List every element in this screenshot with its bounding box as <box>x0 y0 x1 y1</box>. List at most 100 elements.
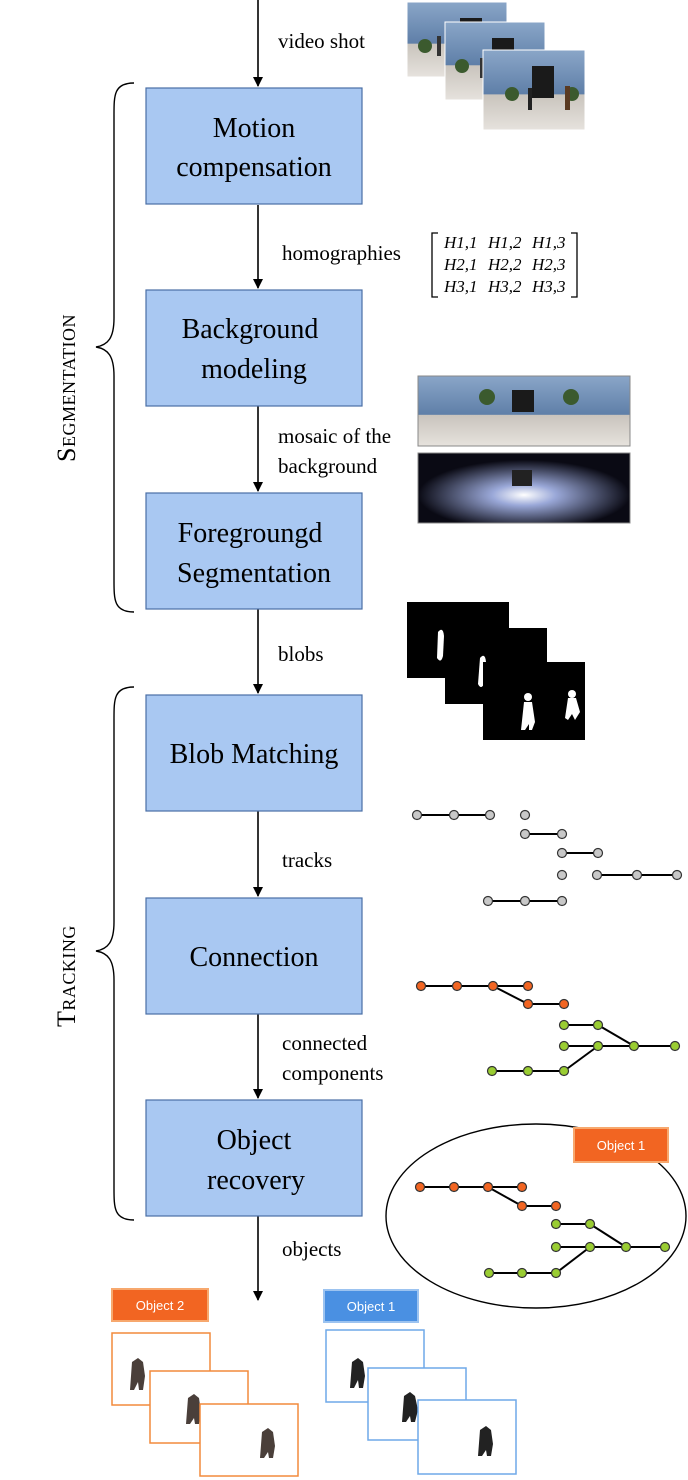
recovery-node <box>414 1181 426 1193</box>
track-node <box>592 847 604 859</box>
step-label-1: Connection <box>189 942 318 973</box>
object1-tag-label: Object 1 <box>597 1138 645 1153</box>
edge-label-connected-1: connected <box>282 1031 368 1055</box>
recovery-node <box>516 1181 528 1193</box>
mosaic-difference-image <box>417 452 631 524</box>
object2-tag-label: Object 2 <box>136 1298 184 1313</box>
object2-output: Object 2 <box>111 1288 299 1477</box>
homography-matrix: H1,1 H1,2 H1,3 H2,1 H2,2 H2,3 H3,1 H3,2 … <box>431 232 578 298</box>
video-frames-image <box>406 1 586 131</box>
matrix-cell: H3,2 <box>487 277 522 296</box>
component-node <box>415 980 427 992</box>
step-label-1: Object <box>217 1125 292 1156</box>
object-frame <box>417 1399 517 1475</box>
track-node <box>556 847 568 859</box>
step-blob-matching: Blob Matching <box>145 694 363 812</box>
step-foreground-segmentation: Foregroungd Segmentation <box>145 492 363 610</box>
component-node <box>558 1040 570 1052</box>
step-connection: Connection <box>145 897 363 1015</box>
step-motion-compensation: Motion compensation <box>145 87 363 205</box>
matrix-cell: H2,3 <box>531 255 566 274</box>
recovery-node <box>516 1200 528 1212</box>
segmentation-brace: Segmentation <box>52 82 135 613</box>
object1-output: Object 1 <box>323 1289 517 1475</box>
track-node <box>556 895 568 907</box>
track-node <box>631 869 643 881</box>
component-node <box>522 998 534 1010</box>
component-node <box>558 1065 570 1077</box>
matrix-cell: H2,2 <box>487 255 522 274</box>
recovery-node <box>584 1241 596 1253</box>
step-label-1: Blob Matching <box>170 739 339 770</box>
recovery-node <box>620 1241 632 1253</box>
component-node <box>522 1065 534 1077</box>
object1-output-tag <box>323 1289 419 1323</box>
edge-label-mosaic-1: mosaic of the <box>278 424 391 448</box>
step-label-1: Background <box>182 314 319 345</box>
segmentation-label: Segmentation <box>52 314 81 462</box>
track-node <box>448 809 460 821</box>
blob-frames-image <box>407 602 585 740</box>
tracking-brace: Tracking <box>52 686 135 1221</box>
component-node <box>669 1040 681 1052</box>
step-box <box>145 289 363 407</box>
video-frame <box>482 49 586 131</box>
mosaic-background-image <box>417 375 631 447</box>
object1-tag <box>573 1127 669 1163</box>
matrix-bracket-right <box>571 232 578 298</box>
component-node <box>522 980 534 992</box>
object-frame <box>199 1403 299 1477</box>
track-node <box>411 809 423 821</box>
component-node <box>558 998 570 1010</box>
recovery-node <box>550 1267 562 1279</box>
component-node <box>451 980 463 992</box>
step-box <box>145 87 363 205</box>
edge-label-tracks: tracks <box>282 848 332 872</box>
recovery-node <box>448 1181 460 1193</box>
recovery-node <box>550 1200 562 1212</box>
object2-tag <box>111 1288 209 1322</box>
matrix-cell: H2,1 <box>443 255 478 274</box>
recovery-node <box>584 1218 596 1230</box>
object-recovery-illustration: Object 1 <box>385 1123 687 1309</box>
track-node <box>519 809 531 821</box>
track-node <box>519 895 531 907</box>
recovery-node <box>550 1241 562 1253</box>
step-label-2: Segmentation <box>177 558 331 589</box>
recovery-node <box>550 1218 562 1230</box>
component-node <box>592 1040 604 1052</box>
component-node <box>592 1019 604 1031</box>
brace-shape <box>95 82 135 613</box>
step-box <box>145 897 363 1015</box>
step-box <box>145 492 363 610</box>
matrix-cell: H3,3 <box>531 277 566 296</box>
object1-output-tag-label: Object 1 <box>347 1299 395 1314</box>
step-box <box>145 1099 363 1217</box>
tracks-graph <box>411 809 683 907</box>
matrix-cell: H1,3 <box>531 233 566 252</box>
track-node <box>484 809 496 821</box>
recovery-node <box>516 1267 528 1279</box>
recovery-node <box>482 1181 494 1193</box>
component-node <box>558 1019 570 1031</box>
edge-label-connected-2: components <box>282 1061 383 1085</box>
tracking-label: Tracking <box>52 925 81 1027</box>
edge-label-blobs: blobs <box>278 642 324 666</box>
track-node <box>519 828 531 840</box>
step-label-1: Motion <box>213 113 295 144</box>
step-box <box>145 694 363 812</box>
connected-components-graph <box>415 980 681 1077</box>
step-background-modeling: Background modeling <box>145 289 363 407</box>
edge-label-homographies: homographies <box>282 241 401 265</box>
step-label-2: recovery <box>207 1165 305 1196</box>
matrix-bracket-left <box>431 232 438 298</box>
brace-shape <box>95 686 135 1221</box>
edge-label-objects: objects <box>282 1237 341 1261</box>
recovery-node <box>659 1241 671 1253</box>
matrix-cell: H1,2 <box>487 233 522 252</box>
step-label-2: modeling <box>201 354 307 385</box>
edge-label-mosaic-2: background <box>278 454 378 478</box>
step-label-1: Foregroungd <box>178 518 323 549</box>
recovery-ellipse <box>385 1123 687 1309</box>
track-node <box>591 869 603 881</box>
